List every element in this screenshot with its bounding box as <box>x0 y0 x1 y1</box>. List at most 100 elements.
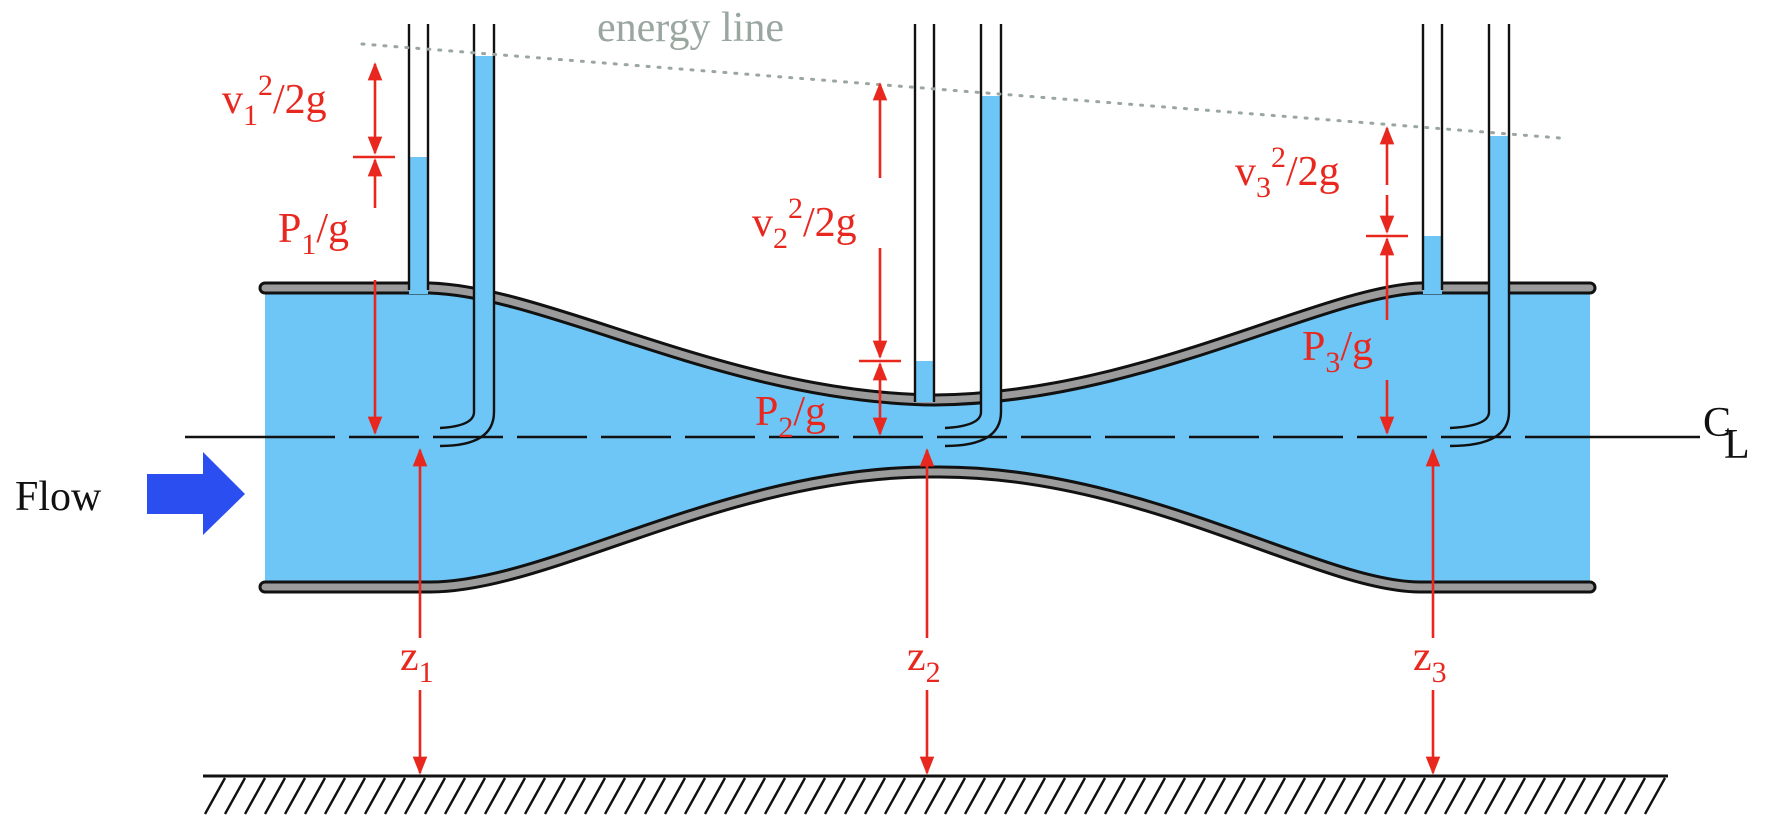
p3-base: P <box>1302 324 1325 370</box>
ground-hatch-line <box>1063 777 1087 815</box>
ground-hatch-line <box>1643 777 1667 815</box>
ground-hatch-line <box>1083 777 1107 815</box>
v1-sub: 1 <box>243 99 258 132</box>
ground-hatch-line <box>1223 777 1247 815</box>
ground-hatch-line <box>983 777 1007 815</box>
svg-text:P1/g: P1/g <box>278 206 349 261</box>
ground-hatch-line <box>863 777 887 815</box>
ground-hatch-line <box>563 777 587 815</box>
ground-hatch-line <box>903 777 927 815</box>
ground-hatch-line <box>1403 777 1427 815</box>
svg-text:P3/g: P3/g <box>1302 324 1373 379</box>
ground-hatch-line <box>1463 777 1487 815</box>
station-2-annotations: v22/2g P2/g z2 <box>752 82 941 775</box>
ground-hatch-line <box>603 777 627 815</box>
ground-hatch-line <box>803 777 827 815</box>
z2-base: z <box>907 634 926 680</box>
v1-sup: 2 <box>258 69 273 102</box>
ground-hatch-line <box>1123 777 1147 815</box>
ground-hatch-line <box>243 777 267 815</box>
ground-hatch-line <box>1263 777 1287 815</box>
svg-text:z1: z1 <box>400 634 434 689</box>
ground-hatch-line <box>1283 777 1307 815</box>
ground-hatch-line <box>1563 777 1587 815</box>
svg-text:P2/g: P2/g <box>755 389 826 444</box>
ground-hatch-line <box>463 777 487 815</box>
z2-sub: 2 <box>926 656 941 689</box>
ground-datum <box>203 774 1668 815</box>
v2-sup: 2 <box>788 192 803 225</box>
ground-hatch-line <box>1423 777 1447 815</box>
ground-hatch-line <box>1103 777 1127 815</box>
z1-sub: 1 <box>419 656 434 689</box>
v1-base: v <box>222 77 243 123</box>
v2-sub: 2 <box>773 222 788 255</box>
ground-hatch-line <box>1443 777 1467 815</box>
pitot-tubes <box>439 24 1511 448</box>
ground-hatch-line <box>843 777 867 815</box>
svg-text:v12/2g: v12/2g <box>222 69 327 132</box>
ground-hatch-line <box>1183 777 1207 815</box>
p2-sub: 2 <box>778 411 793 444</box>
ground-hatch-line <box>223 777 247 815</box>
svg-text:z2: z2 <box>907 634 941 689</box>
svg-text:v32/2g: v32/2g <box>1235 141 1340 204</box>
ground-hatch-line <box>203 777 227 815</box>
p1-tail: /g <box>316 206 349 252</box>
ground-hatch-line <box>423 777 447 815</box>
ground-hatch-line <box>1303 777 1327 815</box>
ground-hatch-line <box>883 777 907 815</box>
ground-hatch-line <box>443 777 467 815</box>
v3-sub: 3 <box>1256 171 1271 204</box>
p1-sub: 1 <box>301 228 316 261</box>
v1-tail: /2g <box>273 77 327 123</box>
ground-hatch-line <box>723 777 747 815</box>
z1-base: z <box>400 634 419 680</box>
flow-arrow-icon <box>147 452 245 535</box>
v2-tail: /2g <box>803 200 857 246</box>
ground-hatch-line <box>503 777 527 815</box>
ground-hatch-line <box>403 777 427 815</box>
ground-hatch-line <box>263 777 287 815</box>
ground-hatch-line <box>1523 777 1547 815</box>
energy-line <box>360 42 1562 140</box>
p2-base: P <box>755 389 778 435</box>
v3-tail: /2g <box>1286 149 1340 195</box>
ground-hatch-line <box>823 777 847 815</box>
p3-sub: 3 <box>1325 346 1340 379</box>
ground-hatch-line <box>743 777 767 815</box>
svg-text:v22/2g: v22/2g <box>752 192 857 255</box>
ground-hatch-line <box>923 777 947 815</box>
ground-hatch-line <box>1023 777 1047 815</box>
ground-hatch-line <box>663 777 687 815</box>
ground-hatch-line <box>1503 777 1527 815</box>
ground-hatch-line <box>1483 777 1507 815</box>
water-body <box>265 288 1590 587</box>
ground-hatch-line <box>963 777 987 815</box>
v2-base: v <box>752 200 773 246</box>
ground-hatch-line <box>643 777 667 815</box>
ground-hatch-line <box>1543 777 1567 815</box>
ground-hatch-line <box>383 777 407 815</box>
ground-hatch-line <box>783 777 807 815</box>
ground-hatch-line <box>683 777 707 815</box>
ground-hatch-line <box>943 777 967 815</box>
ground-hatch-line <box>583 777 607 815</box>
energy-line-label: energy line <box>597 5 784 51</box>
ground-hatch-line <box>1583 777 1607 815</box>
ground-hatch-line <box>1143 777 1167 815</box>
v3-base: v <box>1235 149 1256 195</box>
ground-hatch-line <box>303 777 327 815</box>
ground-hatch-line <box>703 777 727 815</box>
ground-hatch-line <box>1623 777 1647 815</box>
centerline-l-label: L <box>1724 422 1750 468</box>
p2-tail: /g <box>793 389 826 435</box>
station-1-annotations: v12/2g P1/g z1 <box>222 62 434 775</box>
centerline-c-label: C <box>1703 400 1731 446</box>
ground-hatch-line <box>283 777 307 815</box>
p3-tail: /g <box>1340 324 1373 370</box>
station-3-annotations: v32/2g P3/g z3 <box>1235 126 1447 775</box>
piezometer-tubes <box>407 24 1444 402</box>
ground-hatch-line <box>523 777 547 815</box>
